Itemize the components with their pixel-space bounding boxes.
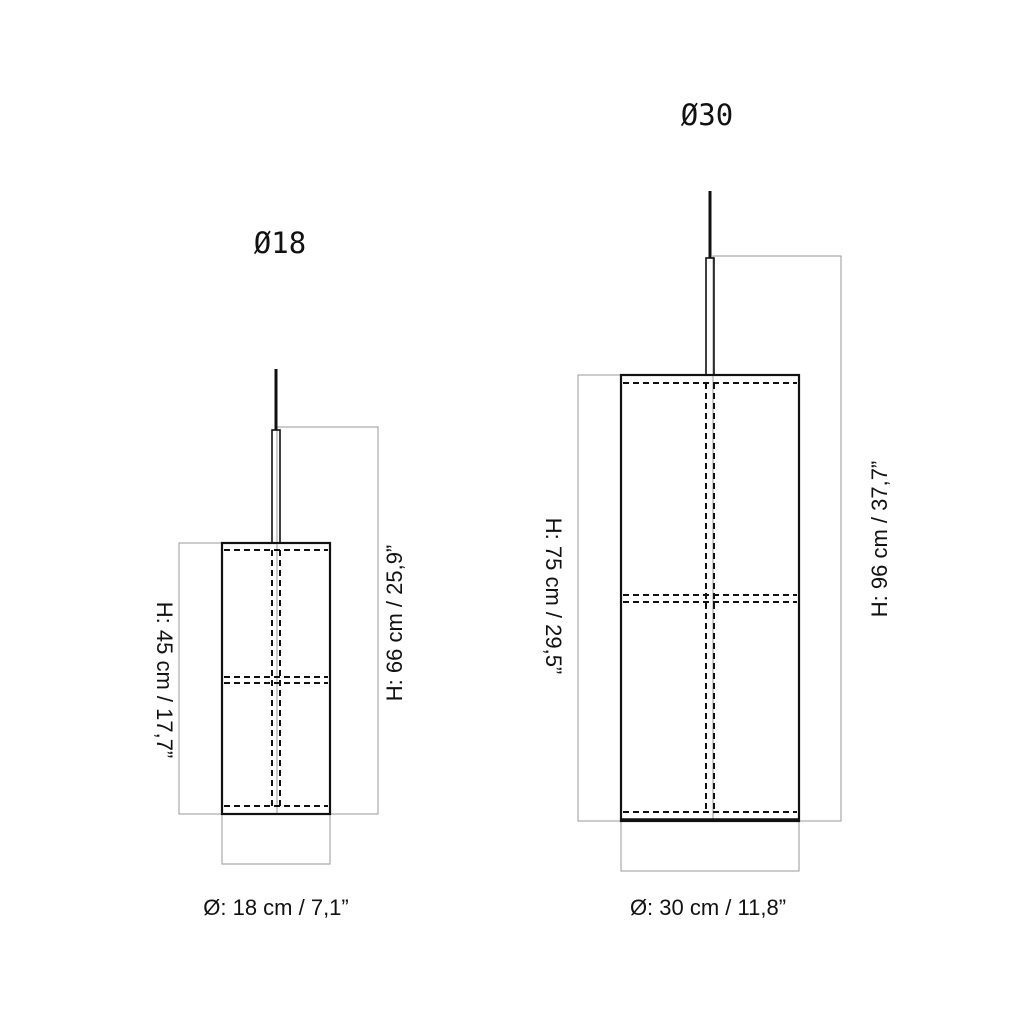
lamp-small-rod: [271, 429, 281, 544]
lamp-small-total-height-guide: [276, 426, 379, 815]
lamp-small-diameter-guide: [221, 813, 331, 865]
lamp-large-total-height-guide: [712, 255, 842, 822]
lamp-large-inner-frame: [623, 382, 797, 813]
lamp-large-shade-height-label: H: 75 cm / 29,5”: [541, 518, 566, 675]
lamp-large-shade: [619, 373, 801, 823]
lamp-small-inner-frame: [224, 549, 328, 807]
lamp-small-diameter-label: Ø: 18 cm / 7,1”: [203, 895, 349, 920]
lamp-large: Ø30 H: 75 cm / 29,5” H: 96 cm / 37,7” Ø:…: [541, 98, 892, 920]
lamp-small-shade-height-label: H: 45 cm / 17,7”: [152, 602, 177, 759]
lamp-small-title: Ø18: [254, 226, 306, 260]
lamp-large-shade-height-guide: [577, 374, 622, 822]
lamp-large-total-height-label: H: 96 cm / 37,7”: [867, 461, 892, 618]
lamp-large-title: Ø30: [681, 98, 733, 132]
lamp-small-shade: [220, 541, 332, 816]
lamp-large-diameter-guide: [620, 820, 800, 872]
lamp-small-total-height-label: H: 66 cm / 25,9”: [382, 545, 407, 702]
lamp-small: Ø18 H: 45 cm / 17,7” H: 66 cm / 25,9” Ø:…: [152, 226, 407, 920]
lamp-small-shade-height-guide: [178, 542, 223, 815]
lamp-large-diameter-label: Ø: 30 cm / 11,8”: [630, 895, 786, 920]
